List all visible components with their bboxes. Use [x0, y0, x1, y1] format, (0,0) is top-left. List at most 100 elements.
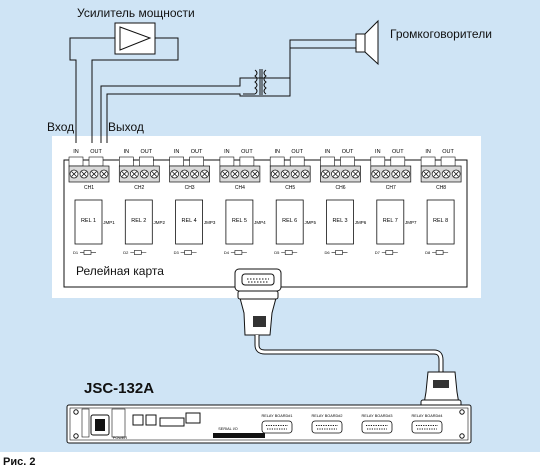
relay-module-1: REL 1 — [74, 199, 103, 245]
led-label: D1 — [73, 250, 79, 255]
led-indicator-5: D5 — [274, 250, 298, 255]
led-indicator-2: D2 — [123, 250, 147, 255]
relay-module-3: REL 4 — [175, 199, 204, 245]
terminal-in-label: IN — [274, 149, 280, 155]
rear-port-3: RELAY BOARD#3 — [362, 414, 393, 434]
terminal-out-label: OUT — [90, 149, 102, 155]
rear-port-label: RELAY BOARD#3 — [362, 414, 393, 418]
terminal-in-label: IN — [425, 149, 431, 155]
terminal-in-label: IN — [174, 149, 180, 155]
input-label: Вход — [47, 120, 75, 134]
channel-label: CH6 — [335, 185, 345, 191]
rear-port-1: RELAY BOARD#1 — [262, 414, 293, 434]
db25-connector-card — [234, 268, 282, 292]
speakers-label: Громкоговорители — [390, 27, 492, 41]
figure-caption: Рис. 2 — [3, 456, 36, 468]
led-label: D2 — [123, 250, 129, 255]
amplifier-wires — [69, 37, 356, 143]
power-label: POWER — [113, 436, 128, 440]
terminal-out-label: OUT — [241, 149, 253, 155]
terminal-out-label: OUT — [191, 149, 203, 155]
relay-module-5: REL 6 — [275, 199, 304, 245]
relay-module-7: REL 7 — [376, 199, 405, 245]
terminal-block-3: IN OUT CH3 — [169, 149, 210, 191]
relay-card-label: Релейная карта — [76, 264, 164, 278]
relay-label: REL 1 — [81, 218, 96, 224]
output-label: Выход — [108, 120, 144, 134]
transformer-symbol — [243, 69, 267, 95]
relay-module-4: REL 5 — [225, 199, 254, 245]
led-label: D4 — [224, 250, 230, 255]
terminal-out-label: OUT — [342, 149, 354, 155]
terminal-in-label: IN — [325, 149, 331, 155]
terminal-block-4: IN OUT CH4 — [219, 149, 261, 191]
channel-label: CH5 — [285, 185, 295, 191]
terminal-in-label: IN — [375, 149, 381, 155]
terminal-block-1: IN OUT CH1 — [68, 149, 110, 191]
terminal-in-label: IN — [73, 149, 79, 155]
jumper-label: JMP7 — [405, 220, 417, 225]
terminal-block-7: IN OUT CH7 — [370, 149, 412, 191]
led-indicator-3: D3 — [174, 250, 197, 255]
channel-label: CH1 — [84, 185, 94, 191]
terminal-in-label: IN — [224, 149, 230, 155]
jumper-label: JMP4 — [254, 220, 266, 225]
led-indicator-8: D8 — [425, 250, 449, 255]
rear-port-label: RELAY BOARD#1 — [262, 414, 293, 418]
led-label: D5 — [274, 250, 280, 255]
serial-port-label: SERIAL I/O — [218, 427, 238, 431]
jumper-label: JMP3 — [204, 220, 216, 225]
relay-label: REL 7 — [383, 218, 398, 224]
relay-label: REL 8 — [433, 218, 448, 224]
jumper-label: JMP1 — [103, 220, 115, 225]
led-indicator-6: D6 — [325, 250, 348, 255]
led-indicator-4: D4 — [224, 250, 247, 255]
speaker-icon — [355, 19, 379, 66]
jumper-label: JMP5 — [304, 220, 316, 225]
terminal-out-label: OUT — [392, 149, 404, 155]
terminal-block-6: IN OUT CH6 — [320, 149, 361, 191]
channel-label: CH3 — [185, 185, 195, 191]
rear-port-label: RELAY BOARD#4 — [412, 414, 443, 418]
rear-db25-ports: RELAY BOARD#1 RELAY BOARD#2 RELAY BOARD#3 R… — [113, 414, 443, 440]
channel-label: CH2 — [134, 185, 144, 191]
terminal-in-label: IN — [124, 149, 130, 155]
rear-port-label: RELAY BOARD#2 — [312, 414, 343, 418]
rear-port-4: RELAY BOARD#4 — [412, 414, 443, 434]
relay-label: REL 2 — [131, 218, 146, 224]
cable-plug-upper — [237, 290, 279, 336]
relay-module-2: REL 2 — [124, 199, 153, 245]
relay-module-6: REL 3 — [326, 199, 354, 245]
led-label: D7 — [375, 250, 381, 255]
led-label: D8 — [425, 250, 431, 255]
channel-label: CH4 — [235, 185, 245, 191]
terminal-out-label: OUT — [140, 149, 152, 155]
jumper-label: JMP6 — [355, 220, 367, 225]
led-label: D3 — [174, 250, 180, 255]
terminal-out-label: OUT — [291, 149, 303, 155]
terminal-out-label: OUT — [442, 149, 454, 155]
terminal-block-8: IN OUT CH8 — [420, 149, 462, 191]
led-indicators: D1 D2 D3 D4 D5 D6 D7 D8 — [73, 250, 449, 255]
rear-port-2: RELAY BOARD#2 — [312, 414, 343, 434]
relay-label: REL 5 — [232, 218, 247, 224]
led-indicator-1: D1 — [73, 250, 96, 255]
terminal-block-2: IN OUT CH2 — [118, 149, 160, 191]
relay-label: REL 6 — [282, 218, 297, 224]
relay-module-8: REL 8 — [426, 199, 455, 245]
relay-modules: REL 1 REL 2 REL 4 REL 5 REL 6 REL 3 REL 7 REL 8… — [74, 199, 455, 245]
jumper-label: JMP2 — [154, 220, 166, 225]
device-model-label: JSC-132A — [84, 380, 155, 397]
amplifier-label: Усилитель мощности — [77, 6, 195, 20]
terminal-block-5: IN OUT CH5 — [269, 149, 311, 191]
relay-label: REL 3 — [332, 218, 347, 224]
terminal-blocks: IN OUT CH1 IN OUT CH2 IN OUT CH3 IN OUT CH4 IN OUT CH5… — [68, 149, 462, 191]
relay-label: REL 4 — [182, 218, 197, 224]
led-label: D6 — [325, 250, 331, 255]
led-indicator-7: D7 — [375, 250, 398, 255]
channel-label: CH8 — [436, 185, 446, 191]
amplifier-symbol — [114, 22, 156, 55]
cable-plug-lower — [420, 371, 462, 410]
channel-label: CH7 — [386, 185, 396, 191]
